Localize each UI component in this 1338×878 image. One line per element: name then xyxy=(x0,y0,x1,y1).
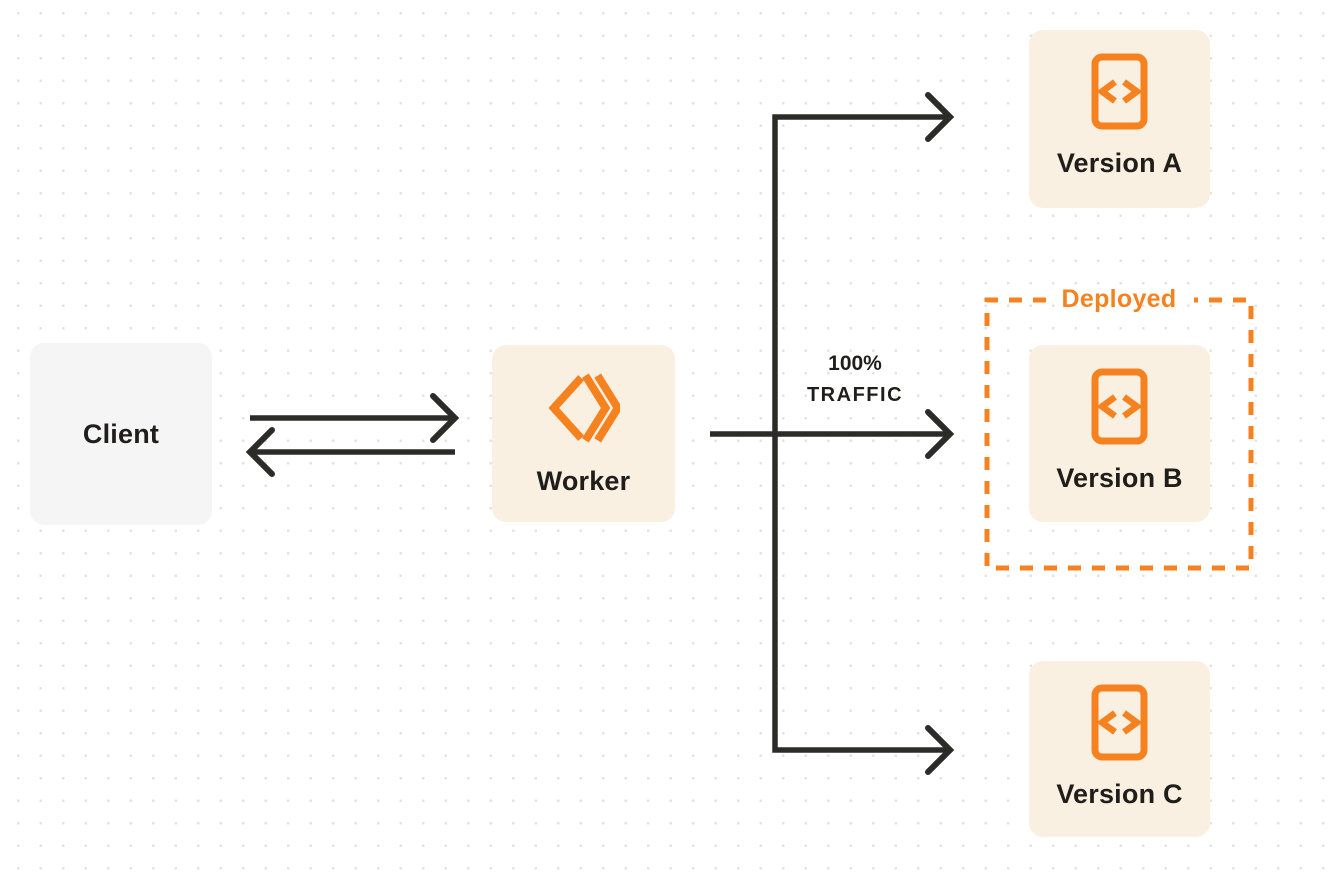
node-client: Client xyxy=(30,343,212,525)
node-version-c: Version C xyxy=(1029,661,1210,837)
code-file-icon xyxy=(1091,684,1148,766)
deployed-group-label: Deployed xyxy=(1061,285,1177,313)
code-file-icon xyxy=(1091,368,1148,450)
arrowhead-version-b xyxy=(925,409,955,459)
version-b-label: Version B xyxy=(1056,463,1183,493)
version-a-label: Version A xyxy=(1056,148,1183,178)
node-version-b: Version B xyxy=(1029,345,1210,522)
traffic-percent-text: 100% xyxy=(828,352,882,375)
arrowhead-version-c xyxy=(925,725,955,775)
arrow-worker-to-client xyxy=(245,427,455,477)
node-worker: Worker xyxy=(492,345,675,522)
traffic-edge-label: 100% TRAFFIC xyxy=(775,349,935,412)
node-version-a: Version A xyxy=(1029,30,1210,208)
worker-chevron-diamond-icon xyxy=(547,371,623,450)
deployed-group-border xyxy=(984,297,1254,571)
code-file-icon xyxy=(1091,53,1148,135)
traffic-word-text: TRAFFIC xyxy=(806,384,904,406)
version-c-label: Version C xyxy=(1056,779,1183,809)
client-label: Client xyxy=(82,418,160,449)
arrow-client-to-worker xyxy=(250,393,460,443)
worker-label: Worker xyxy=(536,466,631,496)
arrowhead-version-a xyxy=(925,92,955,142)
